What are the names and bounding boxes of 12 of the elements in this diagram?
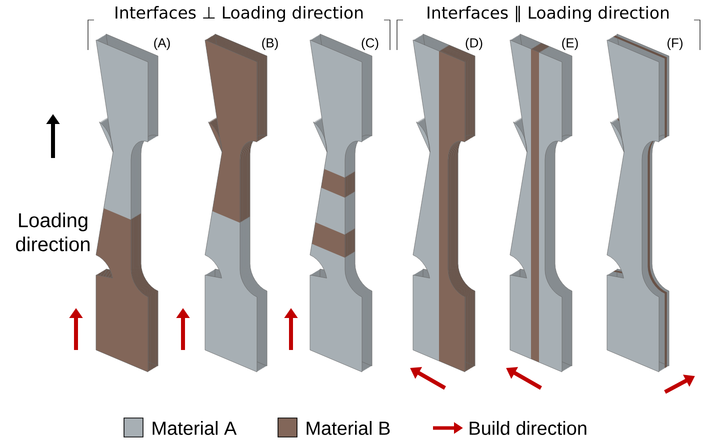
specimen-label: (B) [262, 38, 278, 50]
loading-direction-label: Loading direction [16, 212, 90, 252]
specimen-label: (D) [466, 38, 482, 50]
legend-label: Material A [152, 421, 237, 435]
heading: Interfaces ∥ Loading direction [425, 4, 671, 24]
specimen-label: (E) [562, 38, 578, 50]
specimen-label: (A) [154, 38, 170, 50]
heading: Interfaces ⊥ Loading direction [113, 5, 365, 23]
specimen-label: (F) [668, 38, 682, 50]
legend-label: Material B [306, 421, 390, 435]
specimen-label: (C) [362, 38, 378, 50]
legend-label: Build direction [470, 421, 586, 435]
